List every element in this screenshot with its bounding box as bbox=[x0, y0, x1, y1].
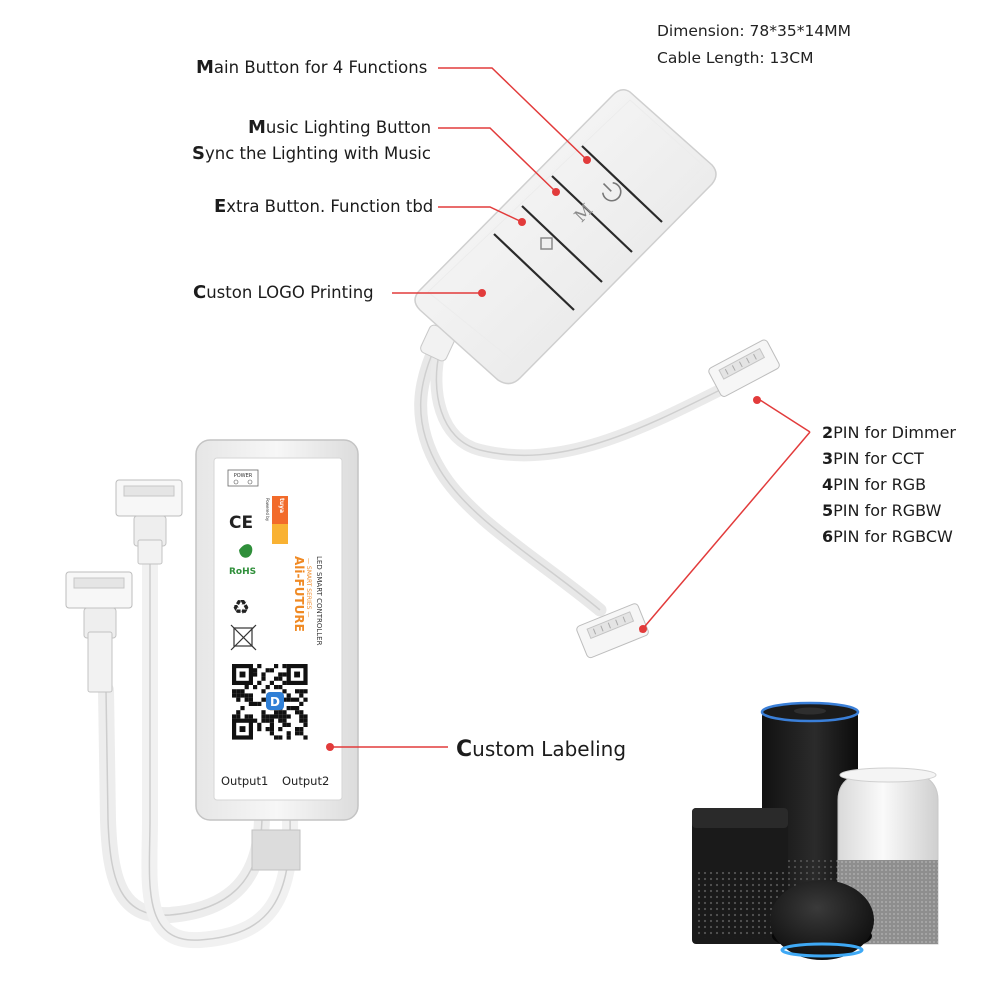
callout-dots bbox=[326, 156, 761, 751]
connector-lower bbox=[576, 603, 649, 659]
callout-logo-printing: Custon LOGO Printing bbox=[193, 282, 374, 303]
powered-by: Powered by bbox=[265, 498, 270, 522]
square-speaker-top bbox=[692, 808, 788, 828]
pin-option-2: 2PIN for Dimmer bbox=[822, 423, 957, 442]
controller-cable-boot bbox=[251, 829, 301, 871]
dimension-spec: Dimension: 78*35*14MM bbox=[657, 22, 851, 40]
power-led-icon bbox=[233, 479, 239, 485]
remote-cable-1-edge bbox=[420, 344, 601, 611]
remote-separator-3 bbox=[521, 205, 603, 283]
tuya-logo: tuya bbox=[278, 498, 285, 513]
product-name: LED SMART CONTROLLER bbox=[315, 556, 323, 646]
remote-cable-2-edge bbox=[435, 349, 721, 457]
rohs-leaf-icon bbox=[239, 544, 253, 558]
square-speaker-grille bbox=[696, 872, 784, 938]
remote-cable-2 bbox=[430, 344, 726, 462]
controller-cable-2-edge bbox=[148, 560, 291, 941]
diamond-icon bbox=[540, 237, 553, 250]
callout-custom-labeling: Custom Labeling bbox=[456, 737, 627, 762]
callout-music-button: Music Lighting Button bbox=[248, 117, 432, 138]
callout-line-extra-button bbox=[438, 206, 523, 223]
power-icon bbox=[602, 182, 622, 202]
tall-speaker-top-button bbox=[794, 707, 826, 715]
callout-lines bbox=[330, 67, 811, 748]
pin-option-6: 6PIN for RGBCW bbox=[822, 527, 953, 546]
callout-line-main-button bbox=[438, 67, 588, 161]
qr-center-logo-glyph: D bbox=[270, 695, 280, 709]
qr-code bbox=[232, 664, 308, 740]
controller-connector-top bbox=[115, 479, 183, 565]
puck-speaker bbox=[770, 880, 874, 960]
pin-option-4: 4PIN for RGB bbox=[822, 475, 927, 494]
callout-extra-button: Extra Button. Function tbd bbox=[214, 196, 434, 217]
callout-line-music-button bbox=[438, 127, 557, 193]
power-led-icon-2 bbox=[247, 479, 253, 485]
pin-option-3: 3PIN for CCT bbox=[822, 449, 924, 468]
main-controller: POWER tuya Powered by CE RoHS ♻ Ali-FUTU… bbox=[65, 439, 359, 949]
cable-length-spec: Cable Length: 13CM bbox=[657, 49, 814, 67]
output2-label: Output2 bbox=[282, 774, 329, 788]
remote-body bbox=[414, 89, 717, 385]
output1-label: Output1 bbox=[221, 774, 268, 788]
dome-speaker-top bbox=[839, 767, 937, 783]
ce-mark: CE bbox=[229, 513, 253, 533]
remote-separator-1 bbox=[581, 145, 663, 223]
brand-series: — SMART SERIES — bbox=[305, 558, 312, 617]
power-indicator bbox=[227, 469, 259, 487]
smart-speakers bbox=[692, 701, 939, 960]
controller-connector-left bbox=[65, 571, 133, 693]
remote-cable-1 bbox=[414, 338, 607, 617]
callout-line-pin-upper bbox=[759, 399, 811, 433]
tuya-badge-bottom bbox=[272, 524, 288, 544]
rohs-mark: RoHS bbox=[229, 567, 256, 577]
remote-separator-4 bbox=[493, 233, 575, 311]
callout-main-button: Main Button for 4 Functions bbox=[196, 57, 428, 78]
connector-upper bbox=[708, 339, 780, 397]
remote-separator-2 bbox=[551, 175, 633, 253]
power-label: POWER bbox=[234, 473, 253, 479]
brand-name: Ali-FUTURE bbox=[292, 556, 306, 632]
callout-line-pin-lower bbox=[639, 431, 811, 633]
weee-bin-icon bbox=[230, 624, 257, 651]
callout-music-sync: Sync the Lighting with Music bbox=[192, 143, 431, 164]
pin-option-5: 5PIN for RGBW bbox=[822, 501, 942, 520]
puck-speaker-light-ring bbox=[780, 942, 864, 958]
recycle-icon: ♻ bbox=[232, 595, 250, 619]
tuya-badge-top bbox=[272, 496, 288, 524]
remote-controller: M bbox=[414, 89, 780, 659]
qr-center-logo bbox=[266, 692, 284, 710]
